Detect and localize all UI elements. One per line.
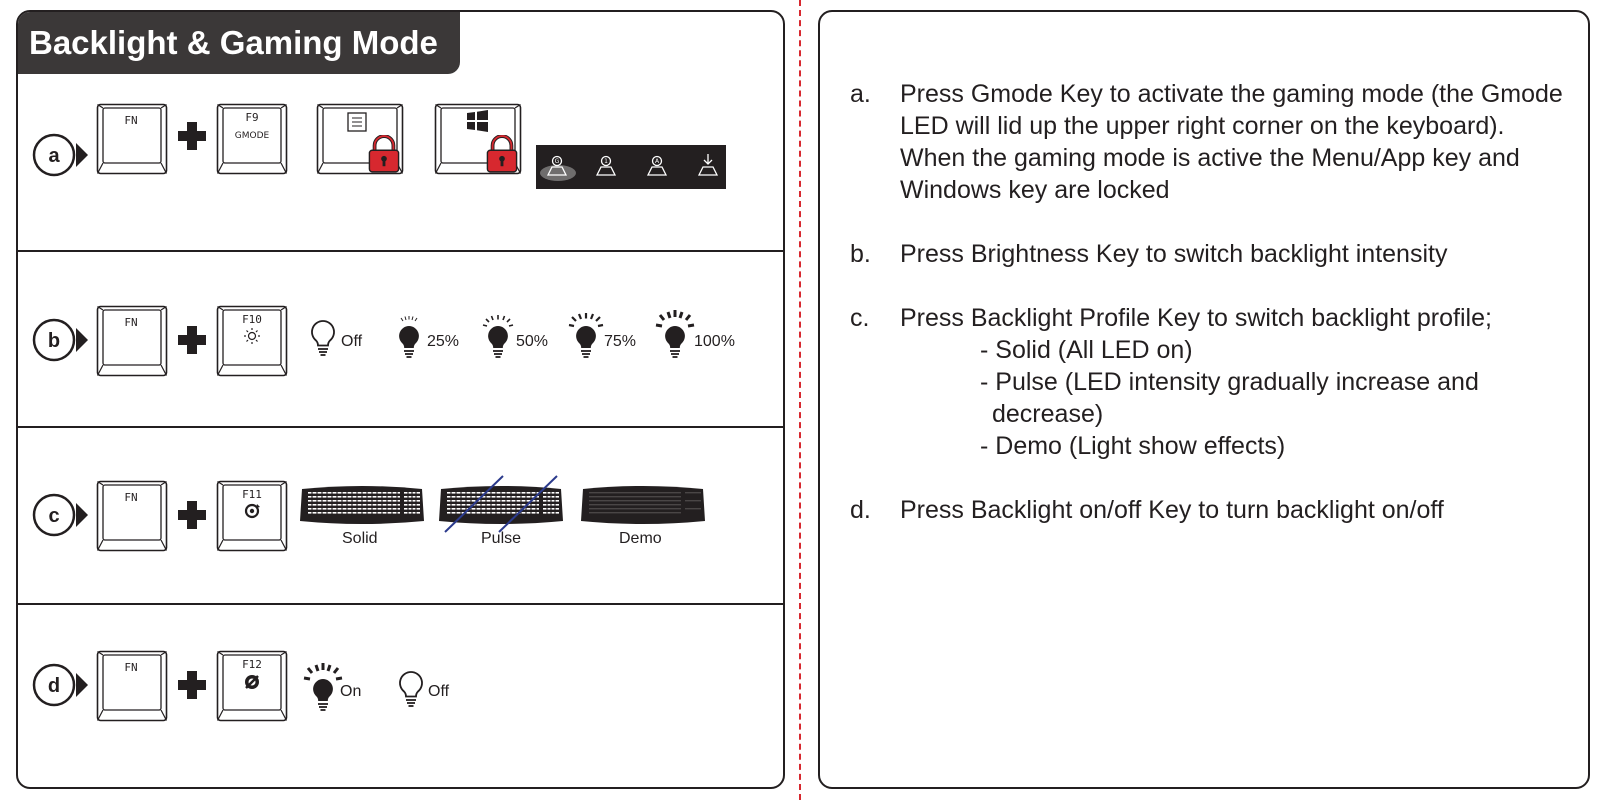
instruction-letter: b. xyxy=(850,240,871,268)
row-c: c FN F11 Solid Pulse Demo xyxy=(18,428,783,606)
plus-icon xyxy=(176,669,208,701)
svg-text:G: G xyxy=(555,158,560,165)
svg-text:b: b xyxy=(48,330,60,352)
f11-profile-key: F11 xyxy=(216,480,288,552)
svg-text:A: A xyxy=(655,158,660,165)
svg-text:FN: FN xyxy=(124,316,137,329)
sub-item-demo: - Demo (Light show effects) xyxy=(980,432,1286,460)
section-title: Backlight & Gaming Mode xyxy=(18,12,460,74)
level-25-label: 25% xyxy=(427,333,460,350)
instruction-c: c. Press Backlight Profile Key to switch… xyxy=(850,302,1570,462)
level-off-label: Off xyxy=(341,333,363,350)
svg-text:F9: F9 xyxy=(245,111,258,124)
f9-gmode-key: F9 GMODE xyxy=(216,103,288,175)
instruction-letter: c. xyxy=(850,304,870,332)
fold-divider xyxy=(799,0,801,800)
fn-key: FN xyxy=(96,103,168,175)
svg-text:GMODE: GMODE xyxy=(235,131,270,141)
row-b: b FN F10 Off 25% xyxy=(18,252,783,430)
svg-text:FN: FN xyxy=(124,114,137,127)
f10-brightness-key: F10 xyxy=(216,305,288,377)
fn-key: FN xyxy=(96,650,168,722)
keyboard-demo-image xyxy=(579,483,707,527)
brightness-icon xyxy=(244,328,260,344)
instruction-a: a. Press Gmode Key to activate the gamin… xyxy=(850,78,1570,206)
svg-text:F10: F10 xyxy=(242,313,262,326)
menu-key-lock-icon xyxy=(316,103,404,175)
instructions-list: a. Press Gmode Key to activate the gamin… xyxy=(850,78,1570,558)
instruction-text: Press Backlight on/off Key to turn backl… xyxy=(900,496,1444,524)
marker-b-icon: b xyxy=(32,317,92,363)
marker-a-icon: a xyxy=(32,132,92,178)
row-a: a FN F9 GMODE xyxy=(18,73,783,251)
plus-icon xyxy=(176,499,208,531)
instructions-panel xyxy=(818,10,1590,789)
bulb-75-icon xyxy=(568,313,604,360)
marker-c-icon: c xyxy=(32,492,92,538)
bulb-on-icon xyxy=(303,663,343,713)
row-divider xyxy=(18,250,783,252)
plus-icon xyxy=(176,120,208,152)
svg-text:FN: FN xyxy=(124,661,137,674)
fn-key: FN xyxy=(96,305,168,377)
svg-text:FN: FN xyxy=(124,491,137,504)
marker-d-icon: d xyxy=(32,662,92,708)
level-100-label: 100% xyxy=(694,333,735,350)
sub-item-solid: - Solid (All LED on) xyxy=(980,336,1193,364)
f12-backlight-key: F12 xyxy=(216,650,288,722)
svg-text:d: d xyxy=(48,675,60,697)
row-d: d FN F12 On Off xyxy=(18,605,783,783)
instruction-d: d. Press Backlight on/off Key to turn ba… xyxy=(850,494,1570,526)
instruction-text: Press Brightness Key to switch backlight… xyxy=(900,240,1448,268)
instruction-letter: a. xyxy=(850,80,871,108)
profile-icon xyxy=(244,503,260,519)
profile-solid-label: Solid xyxy=(342,530,378,547)
bulb-100-icon xyxy=(655,310,695,360)
row-divider xyxy=(18,426,783,428)
sub-item-pulse-continued: decrease) xyxy=(992,400,1104,428)
level-50-label: 50% xyxy=(516,333,549,350)
plus-icon xyxy=(176,324,208,356)
instruction-b: b. Press Brightness Key to switch backli… xyxy=(850,238,1570,270)
profile-demo-label: Demo xyxy=(619,530,662,547)
instruction-letter: d. xyxy=(850,496,871,524)
svg-text:1: 1 xyxy=(604,158,608,165)
instruction-text: Press Gmode Key to activate the gaming m… xyxy=(900,80,1563,204)
svg-text:a: a xyxy=(48,145,60,167)
svg-text:c: c xyxy=(48,505,59,527)
svg-text:F12: F12 xyxy=(242,658,262,671)
windows-key-lock-icon xyxy=(434,103,522,175)
gmode-led-strip: G 1 A xyxy=(536,145,726,189)
backlight-toggle-icon xyxy=(245,675,259,689)
bulb-25-icon xyxy=(391,316,427,360)
bulb-50-icon xyxy=(482,315,514,360)
keyboard-pulse-image xyxy=(437,475,565,533)
state-on-label: On xyxy=(340,683,362,700)
keyboard-solid-image xyxy=(298,483,426,527)
bulb-off-icon xyxy=(308,318,338,360)
svg-text:F11: F11 xyxy=(242,488,262,501)
instruction-text: Press Backlight Profile Key to switch ba… xyxy=(900,304,1492,332)
sub-item-pulse: - Pulse (LED intensity gradually increas… xyxy=(980,368,1479,396)
state-off-label: Off xyxy=(428,683,450,700)
row-divider xyxy=(18,603,783,605)
bulb-off-icon xyxy=(396,669,426,711)
fn-key: FN xyxy=(96,480,168,552)
level-75-label: 75% xyxy=(604,333,637,350)
illustration-panel: Backlight & Gaming Mode a FN F9 GMODE xyxy=(16,10,785,789)
profile-pulse-label: Pulse xyxy=(481,530,522,547)
